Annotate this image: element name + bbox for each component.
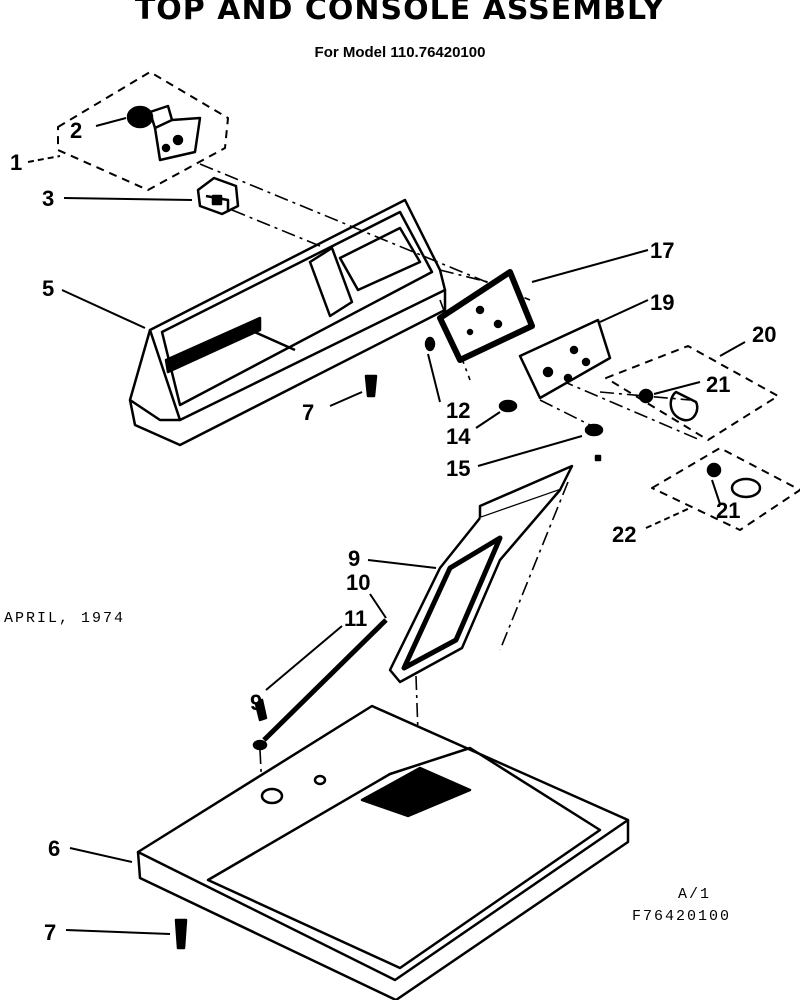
top-panel-icon [136, 704, 630, 1000]
diagram-title: TOP AND CONSOLE ASSEMBLY [134, 0, 666, 27]
date-note: APRIL, 1974 [4, 610, 126, 627]
callout-6: 6 [48, 836, 60, 861]
model-subtitle: For Model 110.76420100 [314, 44, 486, 61]
ref-code-line1: A/1 [678, 886, 712, 903]
callout-10: 10 [346, 570, 370, 595]
bezel-icon [437, 269, 535, 363]
callout-19: 19 [650, 290, 674, 315]
screw-icons [424, 336, 604, 462]
callout-3: 3 [42, 186, 54, 211]
leader-lines [27, 117, 746, 935]
support-rod-icon [252, 618, 388, 751]
callout-7-bottom: 7 [44, 920, 56, 945]
callout-11: 11 [344, 606, 367, 631]
callout-5: 5 [42, 276, 54, 301]
ref-code-line2: F76420100 [632, 908, 732, 925]
part-22-group-outline [651, 447, 800, 531]
lamp-socket-icon [638, 388, 699, 422]
part-1-group-outline [57, 71, 229, 191]
callout-7-top: 7 [302, 400, 314, 425]
clip-icon [196, 176, 240, 216]
screw-7-icons [174, 374, 378, 950]
part-20-group-outline [605, 345, 779, 441]
callout-21-lower: 21 [716, 498, 740, 523]
callout-2: 2 [70, 118, 82, 143]
callout-22: 22 [612, 522, 636, 547]
callout-9-lower: 9 [250, 690, 262, 715]
callout-17: 17 [650, 238, 674, 263]
callout-15: 15 [446, 456, 470, 481]
callout-14: 14 [446, 424, 471, 449]
callout-12: 12 [446, 398, 470, 423]
callout-9-upper: 9 [348, 546, 360, 571]
window-frame-icon [388, 464, 574, 684]
callout-20: 20 [752, 322, 776, 347]
knob-icon [126, 104, 202, 162]
switch-plate-icon [518, 318, 612, 400]
console-panel-icon [128, 198, 447, 447]
bulb-icon [706, 462, 762, 499]
callout-1: 1 [10, 150, 22, 175]
callout-21-upper: 21 [706, 372, 730, 397]
